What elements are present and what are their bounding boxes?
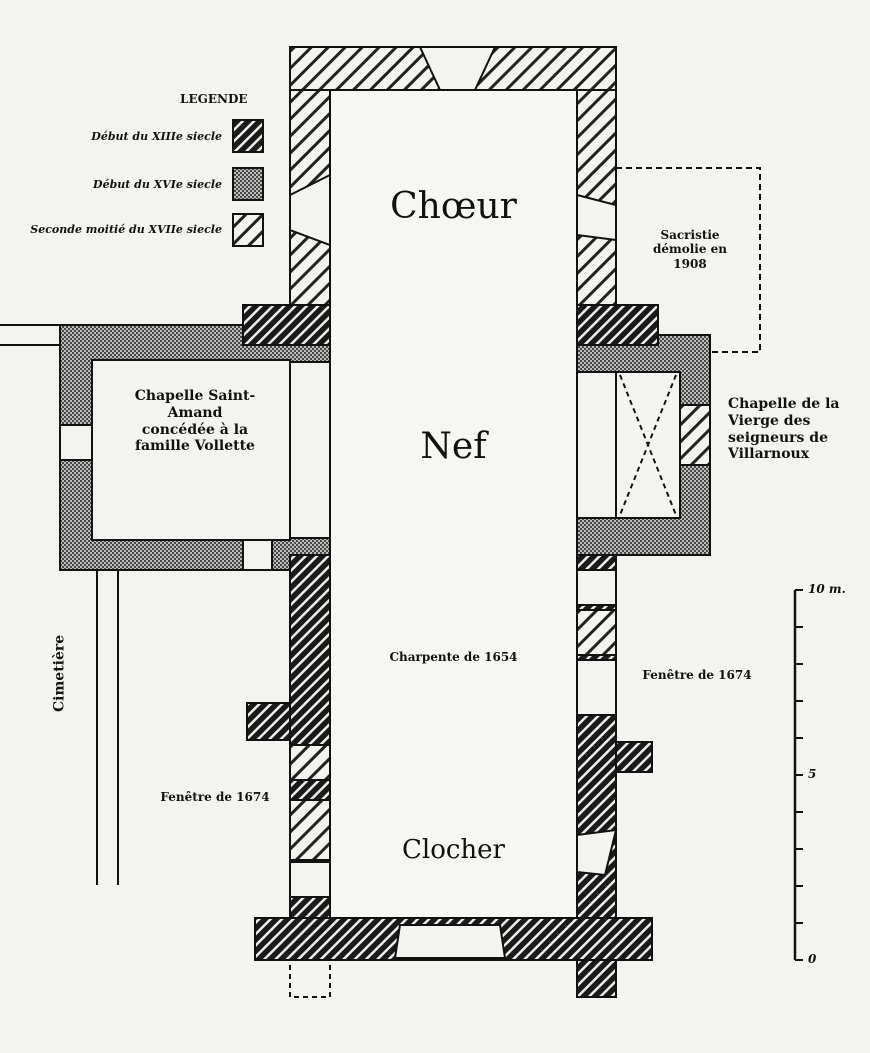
label-choeur: Chœur bbox=[390, 186, 517, 227]
chapel-st-amand-arch bbox=[289, 361, 331, 539]
legend-swatch-xiii bbox=[232, 119, 264, 153]
legend-swatch-xvii bbox=[232, 213, 264, 247]
label-chapelle-st-amand: Chapelle Saint-Amand concédée à la famil… bbox=[134, 388, 256, 455]
chapel-st-amand-interior bbox=[91, 359, 291, 541]
nave-right-window bbox=[576, 609, 617, 656]
label-fenetre-left: Fenêtre de 1674 bbox=[160, 790, 270, 804]
scale-label-10: 10 m. bbox=[808, 582, 846, 596]
chapel-st-amand-window bbox=[59, 424, 93, 461]
west-right-block bbox=[576, 959, 617, 998]
chapel-vierge-window bbox=[679, 404, 711, 466]
label-fenetre-right: Fenêtre de 1674 bbox=[642, 668, 752, 682]
scale-label-5: 5 bbox=[808, 767, 817, 781]
west-door bbox=[393, 924, 507, 959]
nave-left-opening bbox=[289, 861, 331, 898]
legend-label-xiii: Début du XIIIe siecle bbox=[91, 130, 222, 143]
label-sacristie: Sacristie démolie en 1908 bbox=[652, 228, 727, 271]
west-dashed-block bbox=[289, 959, 331, 998]
nave-right-opening bbox=[576, 569, 617, 606]
nave-right-buttress bbox=[615, 741, 653, 773]
legend-swatch-xvi bbox=[232, 167, 264, 201]
label-nef: Nef bbox=[420, 426, 487, 467]
right-crossing-block bbox=[576, 304, 659, 346]
nave-left-buttress bbox=[246, 702, 291, 741]
nave-interior bbox=[329, 89, 578, 919]
left-crossing-block bbox=[242, 304, 331, 346]
label-charpente: Charpente de 1654 bbox=[389, 650, 518, 664]
legend-title: LEGENDE bbox=[180, 92, 248, 106]
label-clocher: Clocher bbox=[402, 835, 505, 865]
legend-label-xvi: Début du XVIe siecle bbox=[93, 178, 222, 191]
nave-left-window bbox=[289, 744, 331, 781]
legend-label-xvii: Seconde moitié du XVIIe siecle bbox=[30, 223, 222, 236]
chapel-vierge-arch bbox=[576, 371, 617, 519]
scale-label-0: 0 bbox=[808, 952, 817, 966]
nave-right-opening bbox=[576, 659, 617, 716]
scale-ticks bbox=[795, 626, 803, 924]
label-chapelle-vierge: Chapelle de la Vierge des seigneurs de V… bbox=[728, 396, 840, 463]
chapel-st-amand-door bbox=[242, 539, 273, 571]
nave-left-window bbox=[289, 799, 331, 861]
label-cimetiere: Cimetière bbox=[51, 634, 68, 712]
chapel-vierge-vault-line bbox=[619, 374, 677, 516]
